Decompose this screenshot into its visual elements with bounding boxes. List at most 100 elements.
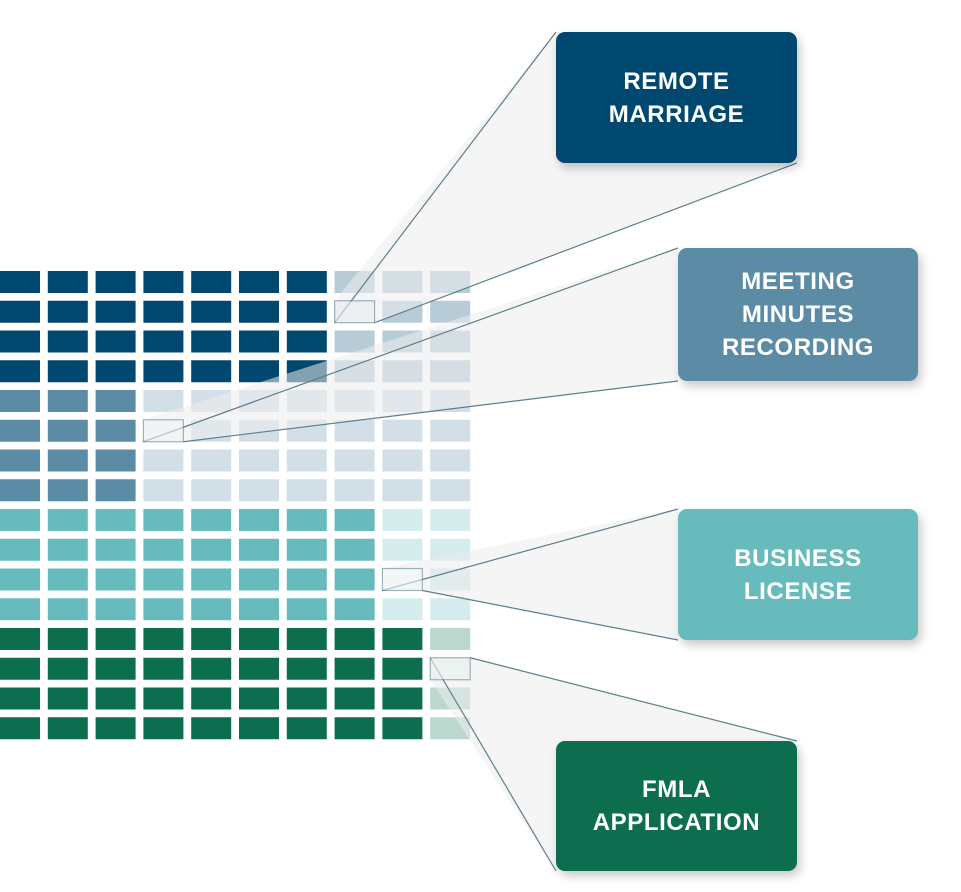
ghost-tile xyxy=(382,598,423,621)
beam-edge-line xyxy=(374,162,798,324)
beam-edge-line xyxy=(382,508,679,592)
tile xyxy=(0,717,40,740)
beam-edge-line xyxy=(143,247,679,443)
tile xyxy=(191,628,232,650)
tile xyxy=(47,271,88,293)
tile xyxy=(286,657,327,680)
tile xyxy=(95,628,136,650)
ghost-tile xyxy=(334,419,375,442)
tile xyxy=(143,717,184,740)
tile xyxy=(286,538,327,561)
business-license-box: BUSINESS LICENSE xyxy=(678,509,918,640)
tile xyxy=(143,687,184,710)
tile xyxy=(47,449,88,472)
tile xyxy=(382,687,423,710)
tile xyxy=(191,300,232,323)
ghost-tile xyxy=(382,419,423,442)
tile xyxy=(382,628,423,650)
tile xyxy=(286,598,327,621)
tile xyxy=(47,717,88,740)
tile xyxy=(143,598,184,621)
tile xyxy=(95,509,136,531)
tile xyxy=(0,598,40,621)
tile xyxy=(191,538,232,561)
tile xyxy=(95,271,136,293)
tile xyxy=(143,657,184,680)
tile xyxy=(95,717,136,740)
tile xyxy=(0,449,40,472)
tile xyxy=(191,687,232,710)
ghost-tile xyxy=(430,449,471,472)
tile xyxy=(47,300,88,323)
ghost-tile xyxy=(143,479,184,502)
ghost-tile xyxy=(430,598,471,621)
beam-edge-line xyxy=(470,657,798,742)
ghost-tile xyxy=(286,449,327,472)
fmla-application-label: FMLA APPLICATION xyxy=(592,776,761,836)
tile xyxy=(0,300,40,323)
tile xyxy=(143,360,184,383)
tile xyxy=(0,687,40,710)
tile xyxy=(191,330,232,353)
tile xyxy=(95,538,136,561)
tile xyxy=(239,717,279,740)
tile xyxy=(47,657,88,680)
tile xyxy=(286,568,327,591)
beam-edge-line xyxy=(334,31,557,324)
tile xyxy=(95,419,136,442)
tile xyxy=(143,509,184,531)
tile xyxy=(143,330,184,353)
tile xyxy=(286,687,327,710)
meeting-minutes-box: MEETING MINUTES RECORDING xyxy=(678,248,918,381)
tile xyxy=(95,390,136,412)
fmla-application-box: FMLA APPLICATION xyxy=(556,741,797,871)
ghost-tile xyxy=(382,449,423,472)
meeting-minutes-label: MEETING MINUTES RECORDING xyxy=(721,268,875,361)
tile xyxy=(334,657,375,680)
tile xyxy=(286,300,327,323)
beam-edge-line xyxy=(422,589,679,641)
tile xyxy=(95,479,136,502)
ghost-tile xyxy=(191,449,232,472)
tile xyxy=(0,628,40,650)
tile xyxy=(47,419,88,442)
tile xyxy=(0,657,40,680)
tile xyxy=(239,360,279,383)
tile xyxy=(0,330,40,353)
tile xyxy=(191,509,232,531)
ghost-tile xyxy=(382,509,423,531)
tile xyxy=(286,330,327,353)
ghost-tile xyxy=(239,479,279,502)
tile xyxy=(47,360,88,383)
tile xyxy=(47,479,88,502)
ghost-tile xyxy=(286,479,327,502)
tile xyxy=(95,598,136,621)
ghost-tile xyxy=(143,390,184,412)
tile xyxy=(334,628,375,650)
tile xyxy=(95,330,136,353)
tile xyxy=(95,657,136,680)
highlighted-tile xyxy=(429,657,471,681)
tile xyxy=(0,360,40,383)
remote-marriage-box: REMOTE MARRIAGE xyxy=(556,32,797,163)
tile xyxy=(239,330,279,353)
ghost-tile xyxy=(239,449,279,472)
tile xyxy=(47,509,88,531)
tile xyxy=(0,479,40,502)
tile xyxy=(0,568,40,591)
tile xyxy=(95,449,136,472)
tile xyxy=(47,628,88,650)
highlighted-tile xyxy=(142,419,184,443)
tile xyxy=(239,300,279,323)
tile xyxy=(47,687,88,710)
ghost-tile xyxy=(430,300,471,323)
tile xyxy=(95,360,136,383)
tile xyxy=(334,598,375,621)
tile xyxy=(382,657,423,680)
tile xyxy=(334,568,375,591)
tile xyxy=(334,717,375,740)
highlighted-tile xyxy=(381,567,423,592)
tile xyxy=(143,568,184,591)
